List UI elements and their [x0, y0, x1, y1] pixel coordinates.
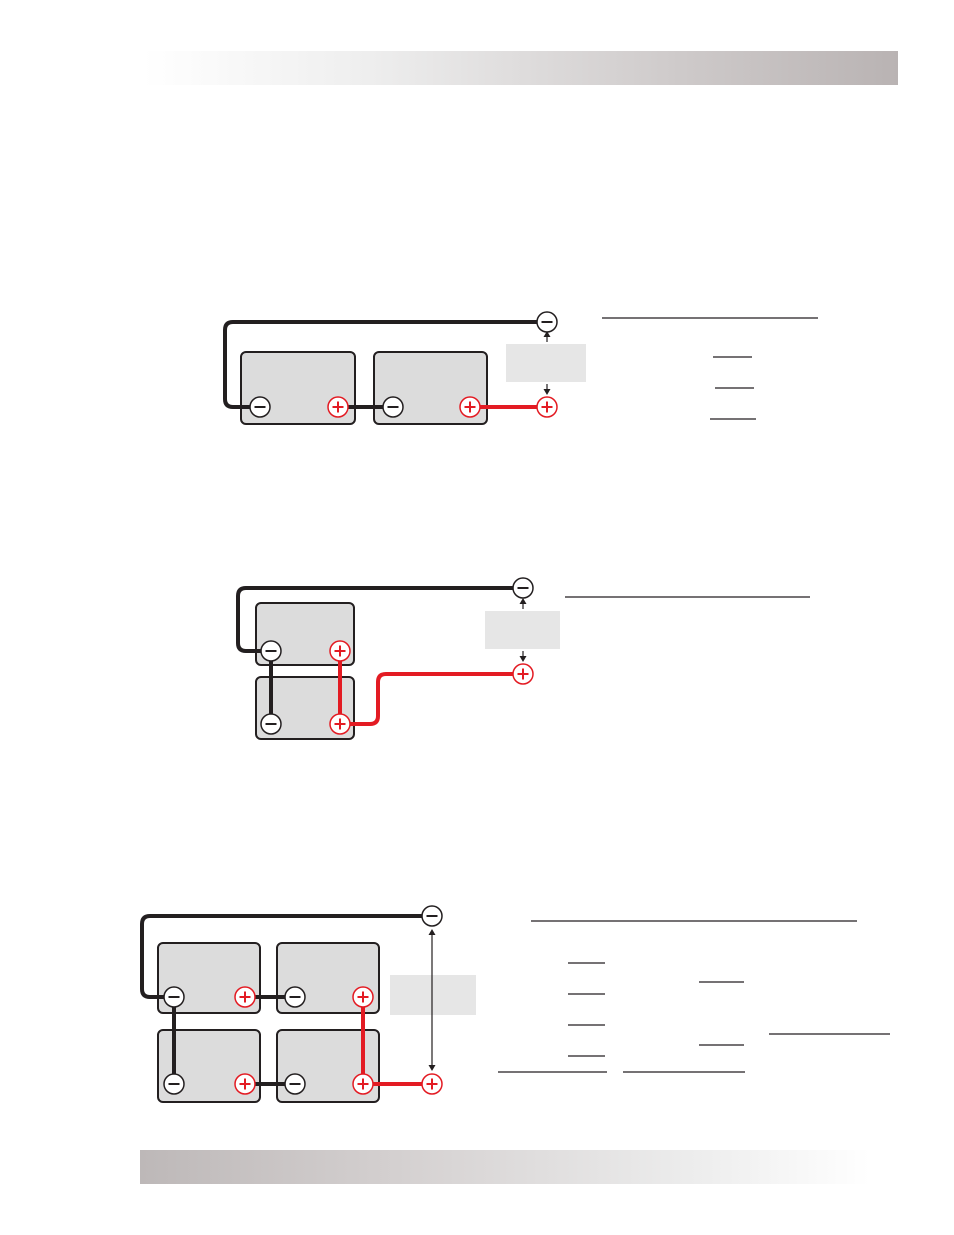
plus-icon [329, 713, 351, 735]
plus-icon [352, 1073, 374, 1095]
load-box [390, 975, 476, 1015]
plus-icon [234, 1073, 256, 1095]
minus-icon [284, 1073, 306, 1095]
minus-icon [260, 713, 282, 735]
minus-icon [421, 905, 443, 927]
plus-icon [536, 396, 558, 418]
minus-icon [284, 986, 306, 1008]
plus-icon [459, 396, 481, 418]
plus-icon [329, 640, 351, 662]
minus-icon [163, 986, 185, 1008]
plus-icon [512, 663, 534, 685]
negative-wire [236, 586, 523, 653]
plus-icon [234, 986, 256, 1008]
minus-icon [260, 640, 282, 662]
plus-icon [421, 1073, 443, 1095]
negative-wire [140, 914, 432, 999]
load-box [506, 344, 586, 382]
footer-bar [140, 1150, 870, 1184]
negative-wire [223, 320, 547, 409]
minus-icon [536, 311, 558, 333]
diagram-series [223, 311, 818, 425]
minus-icon [382, 396, 404, 418]
plus-icon [327, 396, 349, 418]
minus-icon [512, 577, 534, 599]
minus-icon [249, 396, 271, 418]
load-box [485, 611, 560, 649]
positive-wire [340, 672, 523, 726]
minus-icon [163, 1073, 185, 1095]
plus-icon [352, 986, 374, 1008]
diagram-parallel [236, 577, 810, 740]
header-bar [143, 51, 898, 85]
diagram-series-parallel [140, 905, 890, 1103]
